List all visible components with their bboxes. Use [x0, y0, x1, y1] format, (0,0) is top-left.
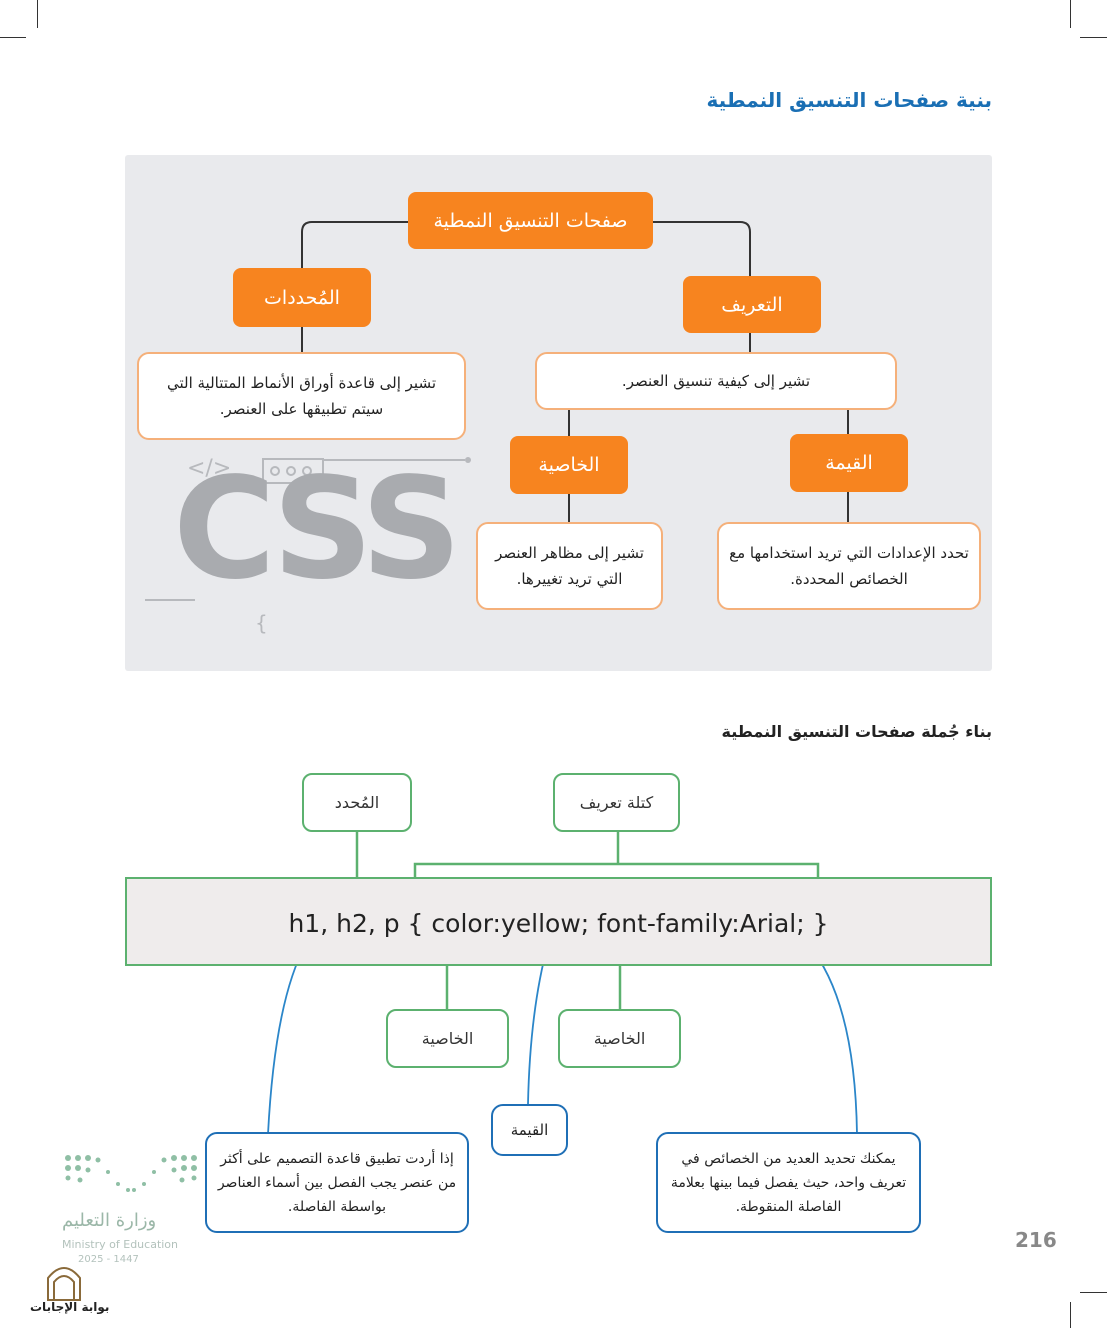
root-box: صفحات التنسيق النمطية: [408, 192, 653, 249]
crop-mark: [1080, 1292, 1107, 1293]
selectors-box: المُحددات: [233, 268, 371, 327]
property2-label-box: الخاصية: [558, 1009, 681, 1068]
property-box: الخاصية: [510, 436, 628, 494]
css-watermark: CSS: [173, 448, 462, 611]
crop-mark: [1080, 37, 1107, 38]
crop-mark: [0, 37, 26, 38]
value-box: القيمة: [790, 434, 908, 492]
definition-box: التعريف: [683, 276, 821, 333]
svg-text:</>: </>: [187, 456, 231, 481]
ministry-name-ar: وزارة التعليم: [62, 1210, 157, 1231]
property-desc: تشير إلى مظاهر العنصر التي تريد تغييرها.: [476, 522, 663, 610]
crop-mark: [1070, 0, 1071, 28]
note-left: إذا أردت تطبيق قاعدة التصميم على أكثر من…: [205, 1132, 469, 1233]
selectors-desc: تشير إلى قاعدة أوراق الأنماط المتتالية ا…: [137, 352, 466, 440]
css-watermark-graphic: </> {: [145, 456, 471, 635]
crop-mark: [37, 0, 38, 28]
ministry-year: 2025 - 1447: [78, 1254, 139, 1265]
page-title: بنية صفحات التنسيق النمطية: [706, 88, 992, 112]
code-example: h1, h2, p { color:yellow; font-family:Ar…: [125, 877, 992, 966]
value-label-box: القيمة: [491, 1104, 568, 1156]
note-right: يمكنك تحديد العديد من الخصائص في تعريف و…: [656, 1132, 921, 1233]
portal-logo-label: بوابة الإجابات: [30, 1300, 110, 1314]
crop-mark: [1070, 1302, 1071, 1328]
syntax-subtitle: بناء جُملة صفحات التنسيق النمطية: [721, 722, 992, 741]
code-text: h1, h2, p { color:yellow; font-family:Ar…: [288, 909, 829, 938]
ministry-name-en: Ministry of Education: [62, 1238, 179, 1251]
svg-text:{: {: [255, 611, 268, 635]
value-desc: تحدد الإعدادات التي تريد استخدامها مع ال…: [717, 522, 981, 610]
definition-desc: تشير إلى كيفية تنسيق العنصر.: [535, 352, 897, 410]
block-label-box: كتلة تعريف: [553, 773, 680, 832]
property1-label-box: الخاصية: [386, 1009, 509, 1068]
selector-label-box: المُحدد: [302, 773, 412, 832]
page-number: 216: [1015, 1228, 1057, 1252]
